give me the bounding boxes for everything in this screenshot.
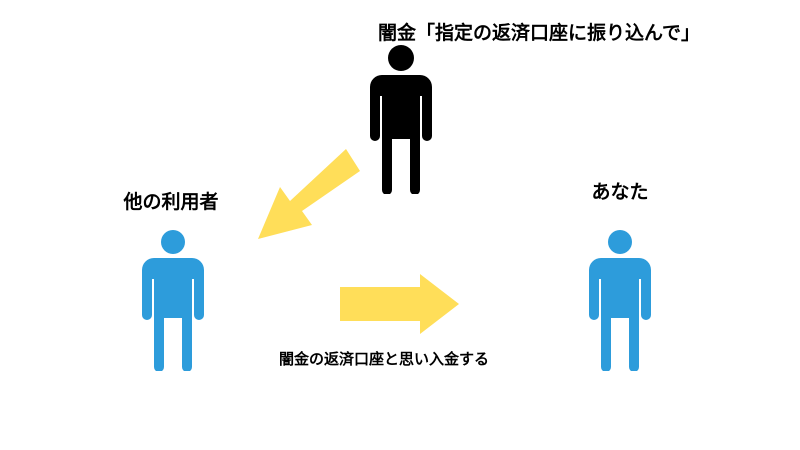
lender-label: 闇金「指定の返済口座に振り込んで」 <box>378 22 701 44</box>
transfer-arrow <box>340 274 459 334</box>
you-person-icon <box>589 230 651 371</box>
transfer-caption: 闇金の返済口座と思い入金する <box>278 350 490 368</box>
you-label: あなた <box>591 181 649 203</box>
lender-person-icon <box>370 45 432 194</box>
other-user-person-icon <box>142 230 204 371</box>
instruction-arrow <box>258 149 360 239</box>
other-user-label: 他の利用者 <box>123 191 219 213</box>
